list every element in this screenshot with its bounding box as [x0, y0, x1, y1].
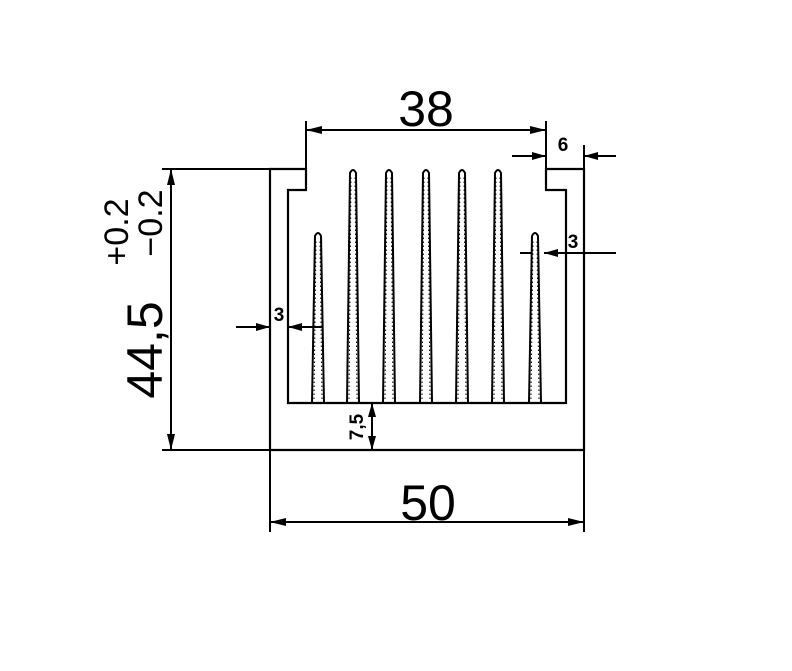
fin-6-serration-r — [499, 176, 503, 400]
dimension-fin-thickness-label: 3 — [568, 232, 579, 253]
fin-2-serration-r — [354, 176, 358, 400]
dimension-top-width: 38 — [305, 81, 547, 169]
dimension-height-tolerance-lower: −0.2 — [132, 189, 170, 256]
fin-1-serration-r — [319, 239, 323, 400]
dimension-height-label: 44,5 — [117, 301, 173, 398]
fin-6 — [491, 169, 505, 404]
dimension-height: 44,5 +0.2 −0.2 — [98, 168, 270, 451]
fin-3 — [382, 169, 396, 404]
dimension-overall-width: 50 — [269, 450, 585, 532]
dimension-lip-width: 6 — [512, 121, 616, 169]
dimension-top-width-label: 38 — [398, 81, 454, 137]
fin-1-serration-l — [313, 239, 317, 400]
fin-4-serration-l — [421, 176, 425, 400]
fin-3-serration-l — [384, 176, 388, 400]
fin-2 — [346, 169, 360, 404]
fin-3-serration-r — [390, 176, 394, 400]
dimension-left-wall-label: 3 — [274, 305, 285, 326]
dimension-left-wall: 3 — [236, 305, 322, 331]
fin-7-serration-r — [536, 239, 540, 400]
fin-7 — [528, 232, 542, 404]
fin-5-serration-r — [463, 176, 467, 400]
fin-1 — [311, 232, 325, 404]
heatsink-fins — [288, 169, 566, 404]
fin-4-serration-r — [427, 176, 431, 400]
heatsink-outer-outline — [268, 167, 586, 452]
fin-4 — [419, 169, 433, 404]
dimension-overall-width-label: 50 — [400, 475, 456, 531]
fin-5 — [455, 169, 469, 404]
fin-7-serration-l — [530, 239, 534, 400]
fin-6-serration-l — [493, 176, 497, 400]
dimension-height-tolerance-upper: +0.2 — [98, 198, 136, 265]
dimension-fin-thickness: 3 — [520, 232, 616, 257]
fin-5-serration-l — [457, 176, 461, 400]
dimension-lip-width-label: 6 — [558, 135, 569, 156]
dimension-base-thickness-label: 7,5 — [347, 413, 368, 440]
fin-2-serration-l — [348, 176, 352, 400]
dimension-base-thickness: 7,5 — [347, 403, 376, 450]
